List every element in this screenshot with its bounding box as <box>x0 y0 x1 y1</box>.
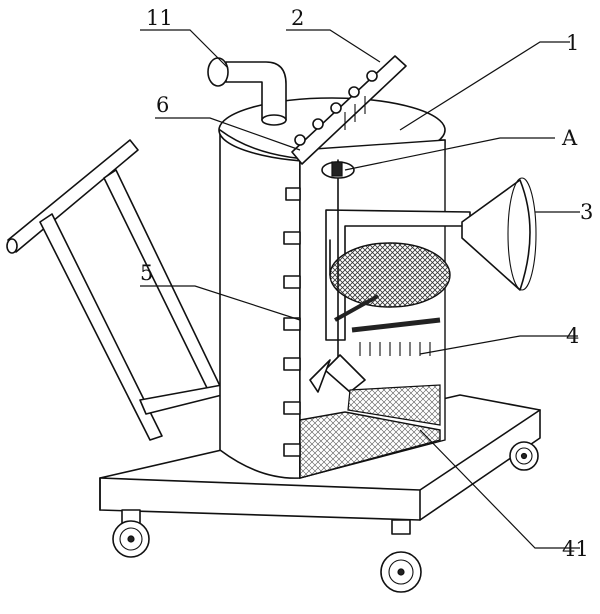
label-1: 1 <box>566 31 579 55</box>
label-5: 5 <box>140 261 153 285</box>
leader-lines <box>140 29 580 549</box>
spray-bar <box>291 55 407 165</box>
front-left-wheel <box>112 509 150 558</box>
rear-right-wheel <box>509 441 539 471</box>
label-11: 11 <box>146 6 173 30</box>
label-4: 4 <box>566 324 579 348</box>
label-A: A <box>561 126 578 150</box>
label-6: 6 <box>156 93 169 117</box>
part-labels: 11 2 1 6 A 3 5 4 41 <box>140 6 593 561</box>
brush-teeth <box>359 342 431 356</box>
tank-cutaway <box>299 139 471 479</box>
label-2: 2 <box>291 6 304 30</box>
label-3: 3 <box>580 200 593 224</box>
push-handle <box>6 139 223 441</box>
inlet-funnel <box>461 177 537 291</box>
label-41: 41 <box>562 537 589 561</box>
front-right-wheel <box>380 519 422 593</box>
valve-a <box>321 161 355 179</box>
